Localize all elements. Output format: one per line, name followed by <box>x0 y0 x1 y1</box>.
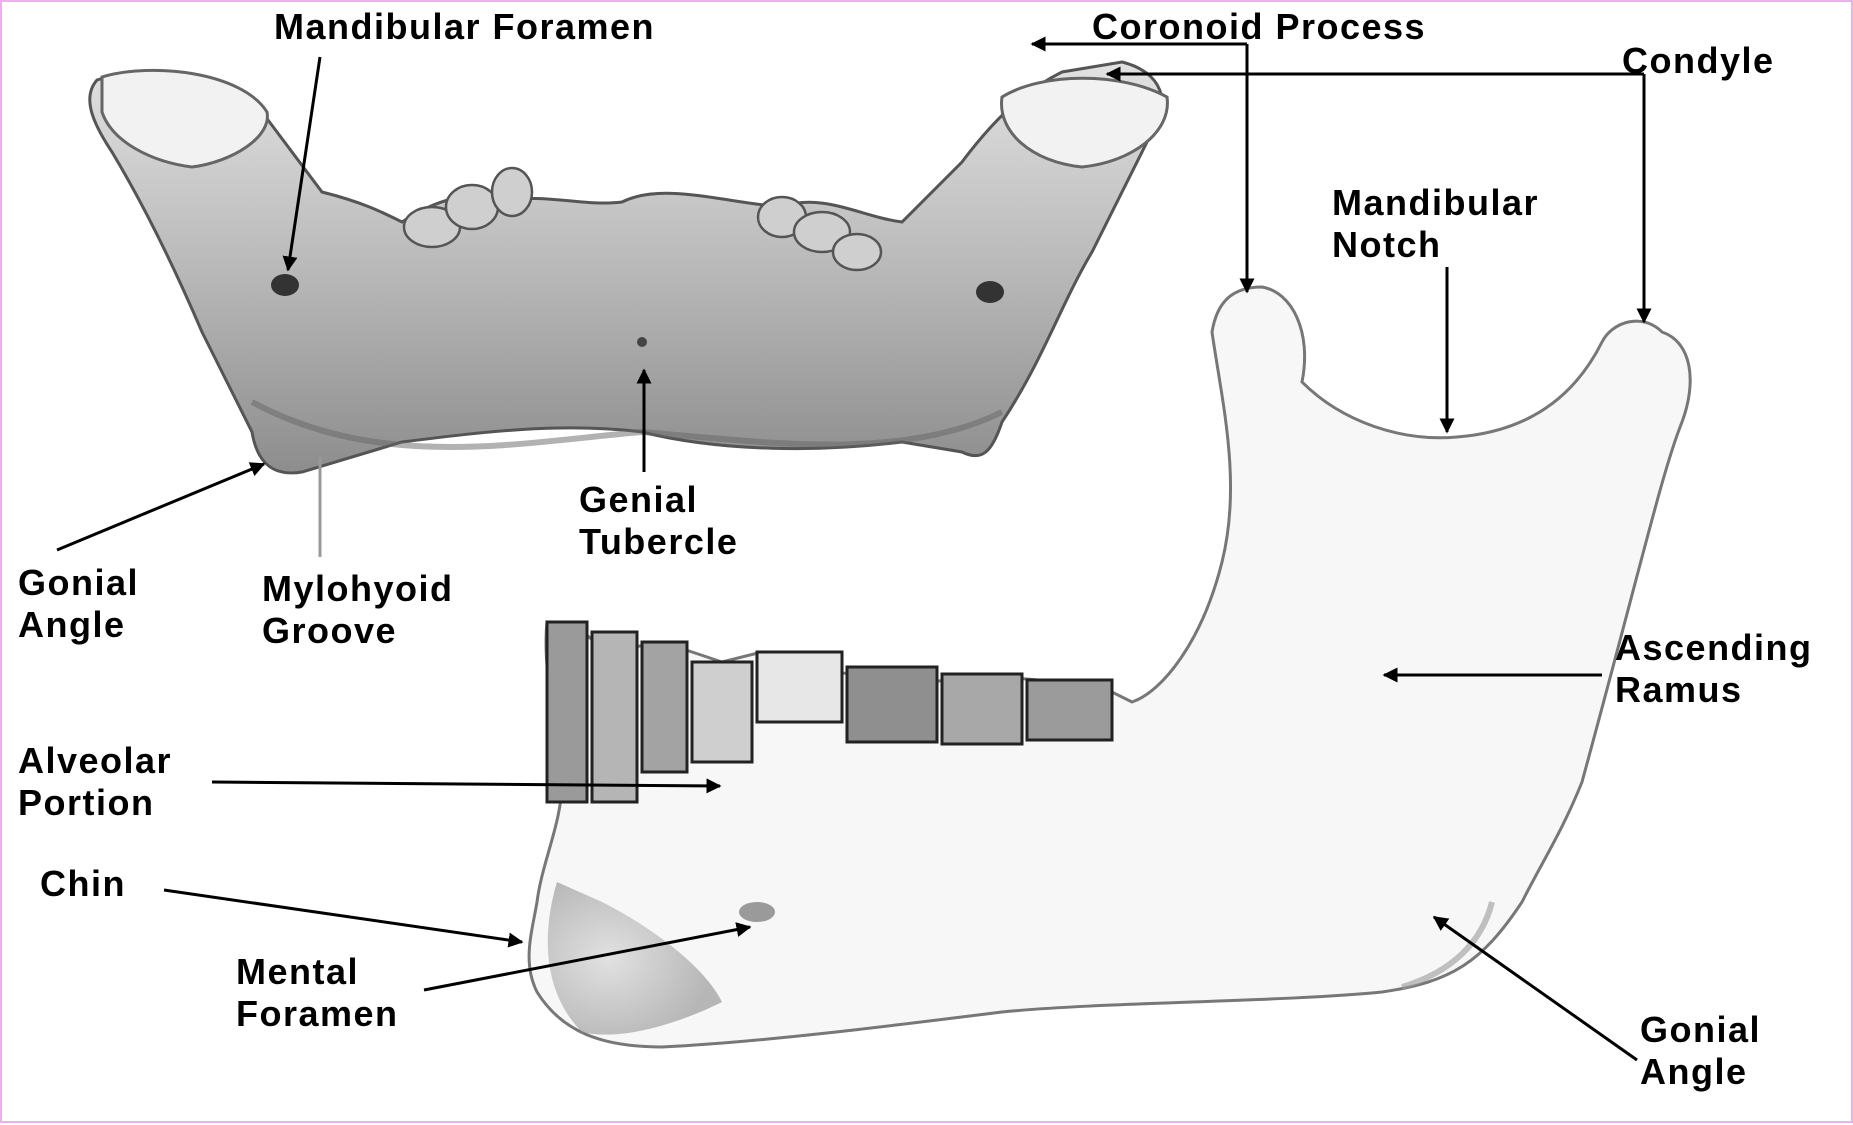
label-genial-tubercle: Genial Tubercle <box>579 479 738 563</box>
label-chin: Chin <box>40 863 126 905</box>
label-mylohyoid-groove: Mylohyoid Groove <box>262 568 454 652</box>
label-mylohyoid-groove-line2: Groove <box>262 610 454 652</box>
label-mental-foramen-line2: Foramen <box>236 993 399 1035</box>
label-mandibular-notch: Mandibular Notch <box>1332 182 1539 266</box>
label-mandibular-foramen: Mandibular Foramen <box>274 6 655 48</box>
arrow-chin <box>164 890 522 942</box>
label-genial-tubercle-line1: Genial <box>579 479 738 521</box>
posterior-right-foramen-mark <box>976 281 1004 303</box>
label-genial-tubercle-line2: Tubercle <box>579 521 738 563</box>
label-mental-foramen: Mental Foramen <box>236 951 399 1035</box>
arrow-gonial-angle-right <box>1434 917 1637 1060</box>
label-mandibular-notch-line2: Notch <box>1332 224 1539 266</box>
genial-tubercle-mark <box>637 337 647 347</box>
label-gonial-angle-left: Gonial Angle <box>18 562 139 646</box>
arrow-gonial-angle-left <box>57 464 264 550</box>
label-gonial-angle-right: Gonial Angle <box>1640 1009 1761 1093</box>
label-gonial-angle-left-line2: Angle <box>18 604 139 646</box>
label-ascending-ramus-line1: Ascending <box>1615 627 1813 669</box>
label-ascending-ramus: Ascending Ramus <box>1615 627 1813 711</box>
posterior-mandible-view <box>90 62 1168 473</box>
label-coronoid-process: Coronoid Process <box>1092 6 1426 48</box>
label-alveolar-portion-line2: Portion <box>18 782 172 824</box>
label-gonial-angle-right-line2: Angle <box>1640 1051 1761 1093</box>
label-mylohyoid-groove-line1: Mylohyoid <box>262 568 454 610</box>
mental-foramen-mark <box>739 902 775 922</box>
label-alveolar-portion: Alveolar Portion <box>18 740 172 824</box>
label-mandibular-notch-line1: Mandibular <box>1332 182 1539 224</box>
label-alveolar-portion-line1: Alveolar <box>18 740 172 782</box>
label-ascending-ramus-line2: Ramus <box>1615 669 1813 711</box>
label-mental-foramen-line1: Mental <box>236 951 399 993</box>
posterior-left-foramen-mark <box>271 274 299 296</box>
label-condyle: Condyle <box>1622 40 1775 82</box>
label-gonial-angle-left-line1: Gonial <box>18 562 139 604</box>
label-gonial-angle-right-line1: Gonial <box>1640 1009 1761 1051</box>
